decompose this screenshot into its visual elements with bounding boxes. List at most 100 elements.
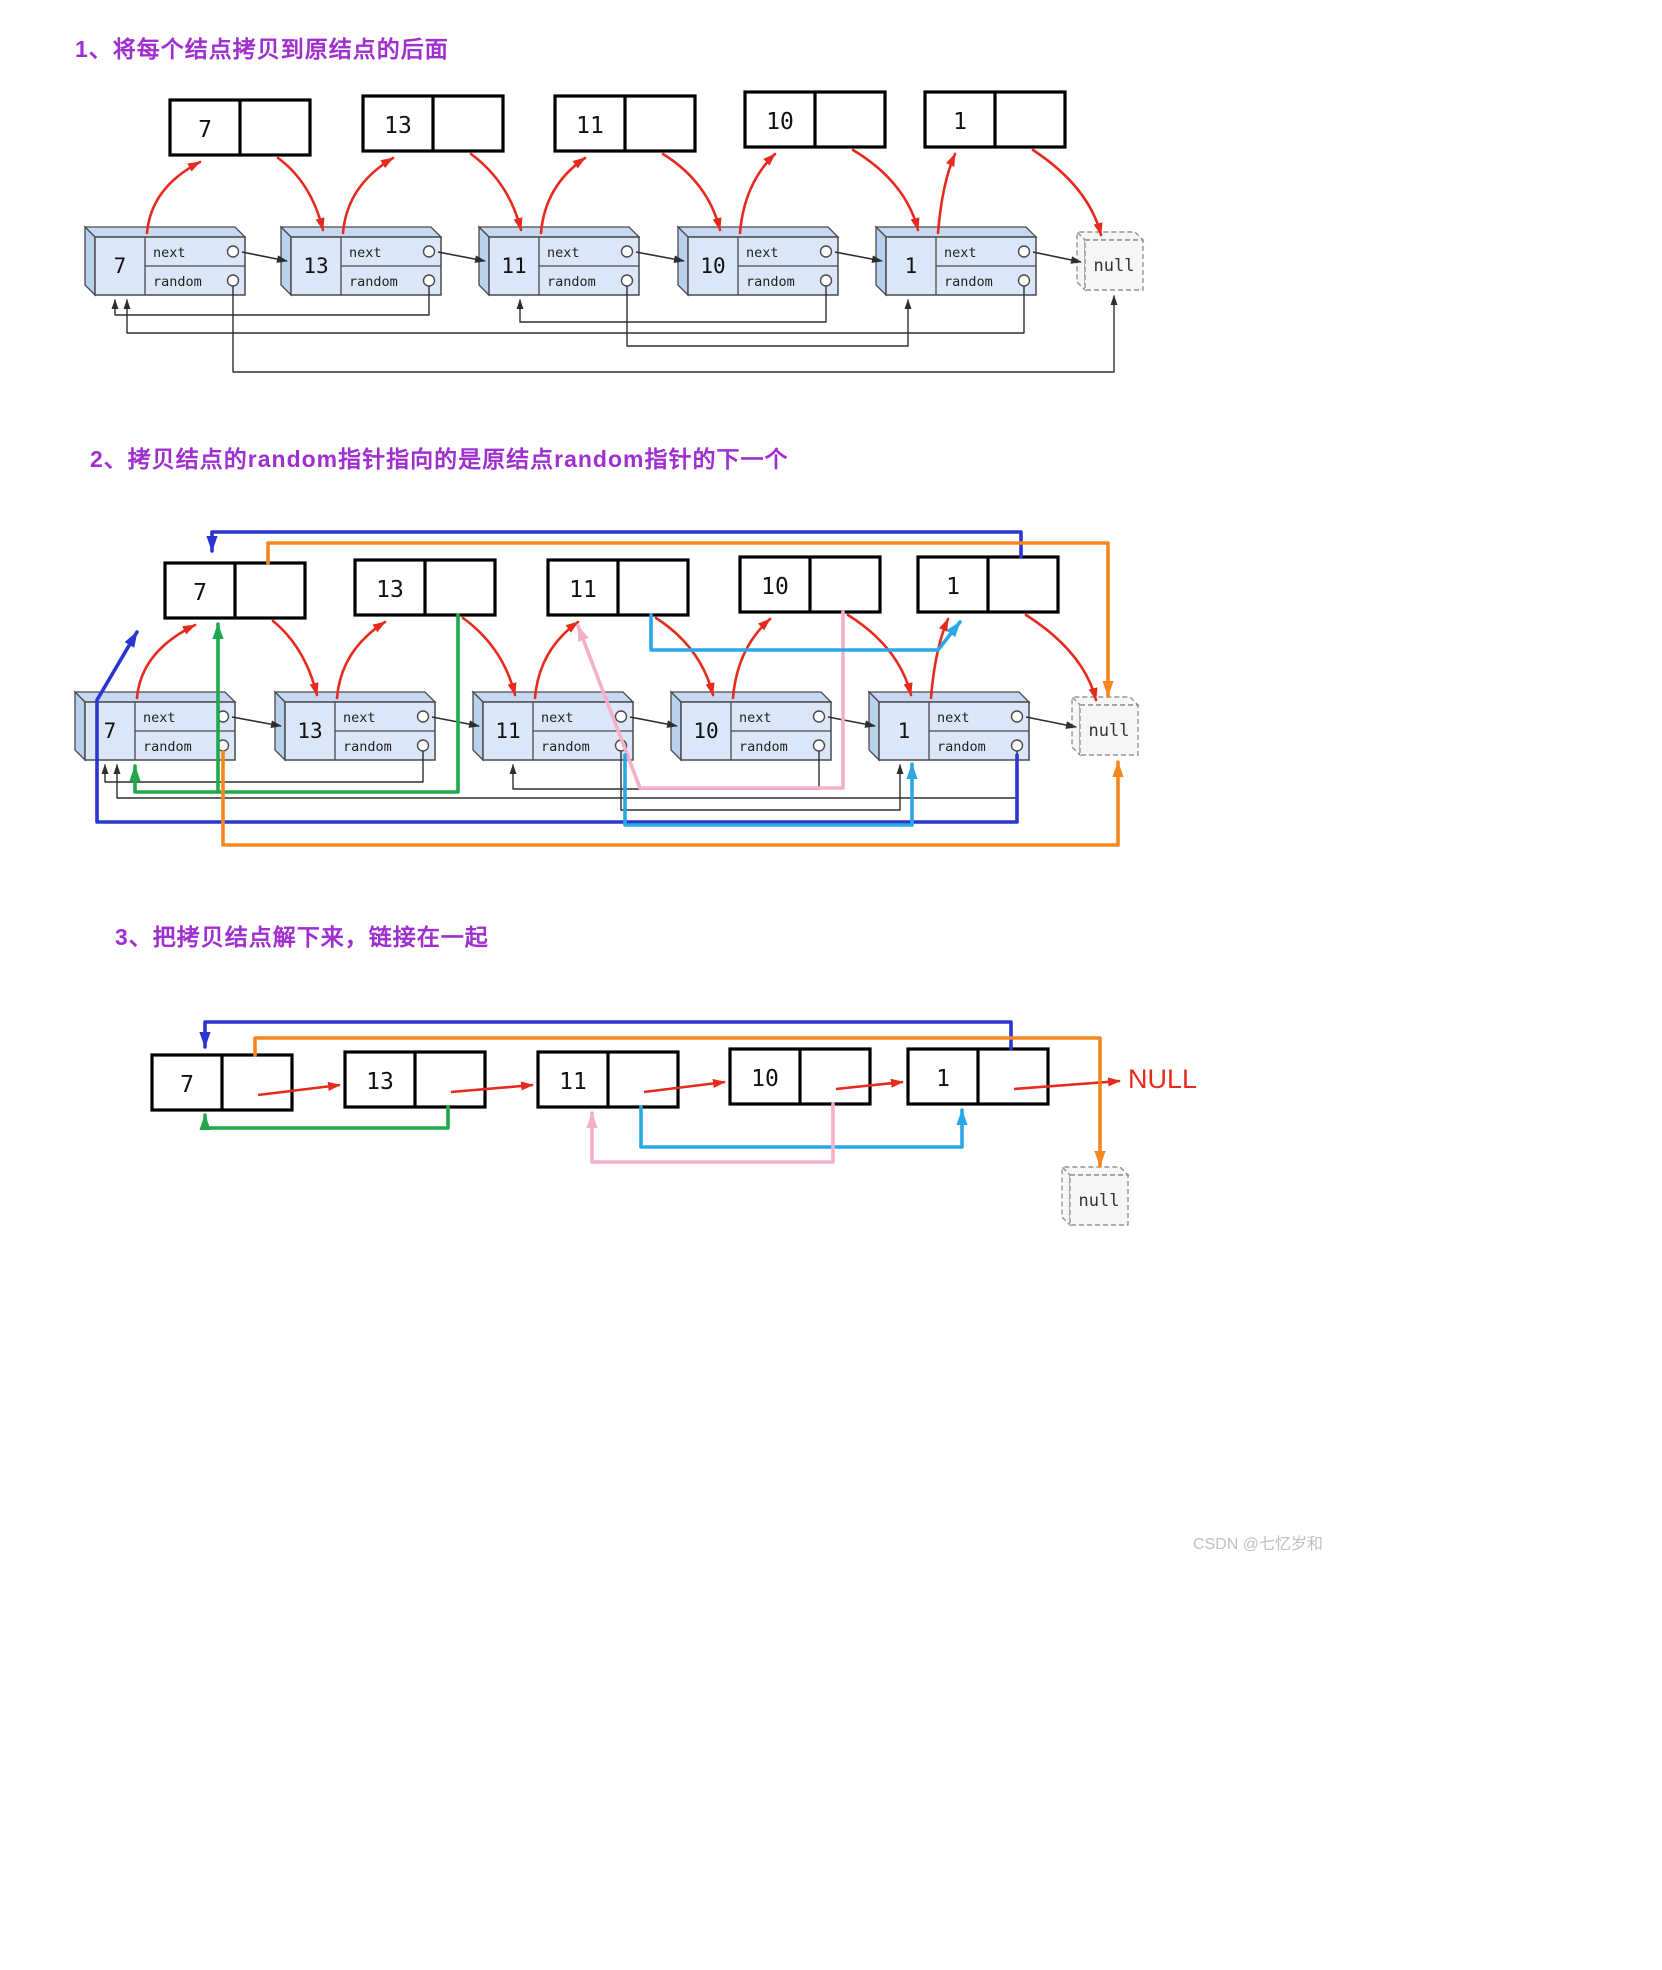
copy-node-value: 13 [384, 113, 412, 139]
copy-node-value: 1 [953, 109, 967, 135]
copy-next-arrow [1031, 148, 1103, 237]
copy-random-arrow-blue [199, 1020, 1013, 1051]
copy-node: 10 [728, 1047, 872, 1106]
random-field-label: random [143, 739, 192, 755]
random-field-label: random [349, 274, 398, 290]
random-field-label: random [153, 274, 202, 290]
copy-next-arrow [469, 152, 523, 232]
copy-list-next-arrow [450, 1081, 534, 1094]
copy-next-arrow [661, 152, 722, 232]
random-pointer-dot [1010, 739, 1024, 752]
copy-random-arrow-orange [221, 750, 1124, 847]
next-field-label: next [937, 710, 970, 726]
null-node-label: null [1094, 256, 1135, 276]
copy-random-arrow-cyan [649, 613, 962, 652]
random-field-label: random [944, 274, 993, 290]
copy-node-value: 10 [761, 574, 789, 600]
list-node-value: 7 [114, 254, 127, 278]
copy-next-arrow [1024, 613, 1098, 702]
insert-copy-arrow [539, 156, 587, 235]
copy-node: 1 [923, 90, 1067, 149]
insert-copy-arrow [135, 623, 197, 700]
copy-node: 11 [536, 1050, 680, 1109]
list-node-value: 7 [104, 719, 117, 743]
next-field-label: next [739, 710, 772, 726]
copy-node: 10 [738, 555, 882, 614]
random-field-label: random [343, 739, 392, 755]
random-arrow [620, 751, 904, 811]
copy-node: 13 [353, 558, 497, 617]
step3-heading: 3、把拷贝结点解下来，链接在一起 [115, 924, 489, 950]
next-pointer-dot [1017, 245, 1031, 258]
copy-next-arrow [461, 616, 517, 697]
copy-list-null-arrow [1013, 1077, 1121, 1091]
list-node-value: 1 [898, 719, 911, 743]
next-arrow [1025, 716, 1077, 729]
copy-next-arrow [276, 156, 325, 232]
next-arrow [1032, 251, 1082, 264]
copy-random-arrow-pink [586, 1102, 835, 1164]
next-pointer-dot [812, 710, 826, 723]
copy-node-value: 11 [576, 113, 604, 139]
copy-node-value: 7 [193, 580, 207, 606]
random-arrow [123, 286, 1025, 334]
step1-heading: 1、将每个结点拷贝到原结点的后面 [75, 36, 449, 62]
next-field-label: next [746, 245, 779, 261]
insert-copy-arrow [341, 156, 395, 235]
next-arrow [827, 716, 876, 728]
copy-node: 11 [546, 558, 690, 617]
random-arrow [101, 751, 424, 783]
insert-copy-arrow [929, 617, 950, 700]
list-node-value: 1 [905, 254, 918, 278]
next-pointer-dot [614, 710, 628, 723]
random-pointer-dot [1017, 274, 1031, 287]
next-arrow [834, 251, 883, 263]
copy-node-value: 1 [946, 574, 960, 600]
random-arrow [111, 286, 430, 316]
next-arrow [241, 251, 288, 263]
null-node: null [1075, 230, 1145, 292]
null-node: null [1060, 1165, 1130, 1227]
random-pointer-dot [819, 274, 833, 287]
null-label: NULL [1128, 1064, 1198, 1094]
copy-node-value: 13 [376, 577, 404, 603]
copy-node-value: 10 [766, 109, 794, 135]
copy-random-arrow-cyan [623, 753, 918, 827]
list-node-value: 10 [700, 254, 725, 278]
random-arrow [626, 286, 912, 347]
copy-random-arrow-blue [95, 630, 1019, 824]
copy-next-arrow [851, 148, 920, 232]
next-field-label: next [349, 245, 382, 261]
copy-node: 1 [916, 555, 1060, 614]
list-node-value: 11 [495, 719, 520, 743]
insert-copy-arrow [731, 617, 772, 700]
insert-copy-arrow [145, 160, 202, 235]
copy-node-value: 11 [559, 1069, 587, 1095]
null-node: null [1070, 695, 1140, 757]
list-node-value: 13 [297, 719, 322, 743]
next-pointer-dot [416, 710, 430, 723]
null-node-label: null [1089, 721, 1130, 741]
copy-next-arrow [654, 616, 715, 697]
random-pointer-dot [812, 739, 826, 752]
list-node: 1 next random [867, 690, 1031, 762]
copy-random-arrow-green [199, 1105, 450, 1130]
next-pointer-dot [226, 245, 240, 258]
next-arrow [629, 716, 678, 728]
next-field-label: next [541, 710, 574, 726]
next-field-label: next [153, 245, 186, 261]
copy-node: 7 [150, 1053, 294, 1112]
random-arrow [232, 286, 1118, 373]
random-pointer-dot [422, 274, 436, 287]
random-field-label: random [937, 739, 986, 755]
copy-node-value: 13 [366, 1069, 394, 1095]
copy-node: 11 [553, 94, 697, 153]
